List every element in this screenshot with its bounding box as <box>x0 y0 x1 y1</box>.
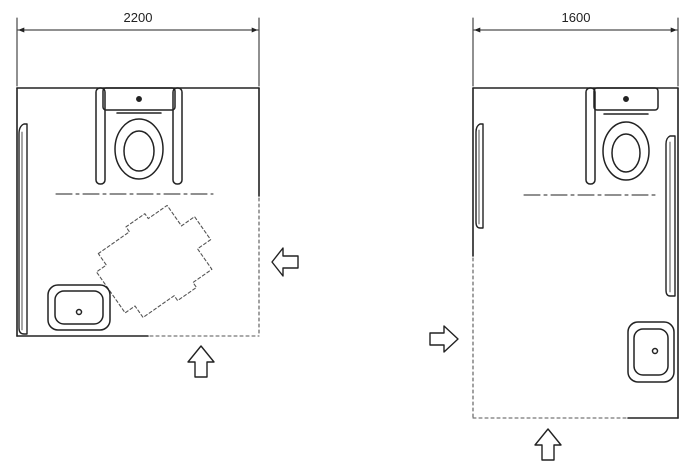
wash-basin-left <box>47 284 111 331</box>
entry-arrow-left-side <box>429 325 459 353</box>
toilet-right <box>585 87 659 185</box>
room-walls-left <box>16 87 260 337</box>
entry-arrow-bottom-right <box>534 428 562 461</box>
door-opening-right <box>472 257 627 419</box>
wash-basin-right <box>627 321 675 383</box>
grab-rail-left-wall <box>18 123 28 335</box>
entry-arrow-right-side <box>271 247 299 277</box>
dimension-label-1600: 1600 <box>562 10 591 25</box>
room-walls-right <box>472 87 679 419</box>
dimension-2200: 2200 <box>16 10 260 87</box>
plan-right: 1600 <box>429 10 679 461</box>
grab-rail-right-plan-left-wall <box>475 123 484 229</box>
entry-arrow-bottom <box>187 345 215 378</box>
grab-rail-right-plan-right-wall <box>665 135 676 297</box>
plan-left: 2200 <box>16 10 299 378</box>
dimension-label-2200: 2200 <box>124 10 153 25</box>
dimension-1600: 1600 <box>472 10 679 87</box>
door-opening-left <box>149 197 260 337</box>
toilet-left <box>95 87 183 185</box>
wheelchair-outline <box>95 204 213 319</box>
